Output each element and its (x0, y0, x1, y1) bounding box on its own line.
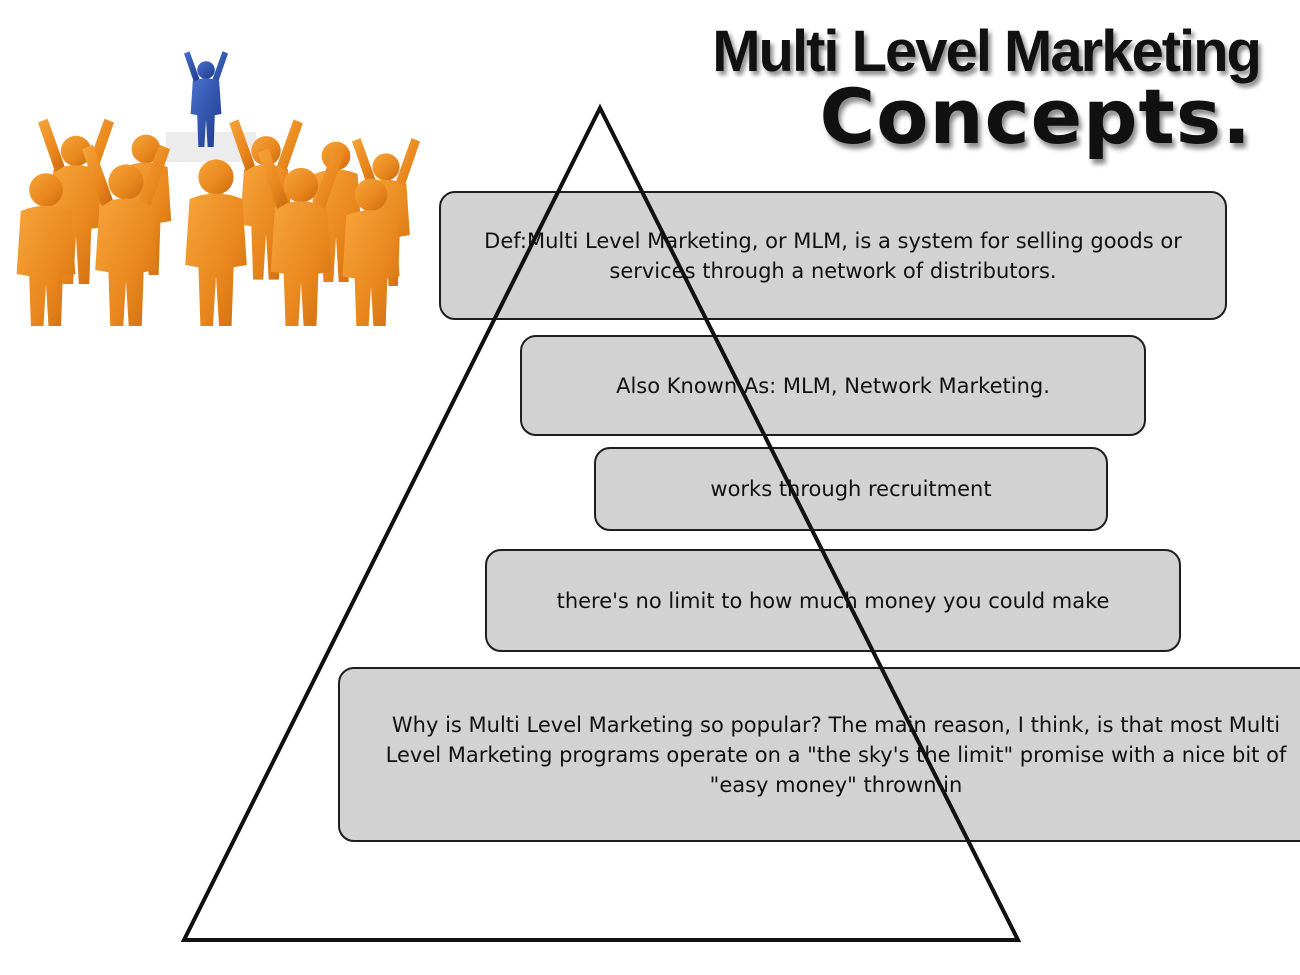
title-line-1: Multi Level Marketing (712, 19, 1262, 84)
pyramid-box-aka: Also Known As: MLM, Network Marketing. (520, 335, 1146, 436)
title-line-2: Concepts. (819, 72, 1252, 161)
pyramid-box-why-text: Why is Multi Level Marketing so popular?… (385, 712, 1287, 797)
pyramid-box-definition-text: Def:Multi Level Marketing, or MLM, is a … (484, 228, 1182, 283)
pyramid-box-limit-text: there's no limit to how much money you c… (556, 588, 1110, 613)
pyramid-box-why: Why is Multi Level Marketing so popular?… (338, 667, 1300, 842)
pyramid-box-aka-text: Also Known As: MLM, Network Marketing. (616, 373, 1050, 398)
people-crowd-leader-icon (16, 51, 420, 326)
pyramid-box-recruitment-text: works through recruitment (710, 477, 992, 501)
pyramid-box-definition: Def:Multi Level Marketing, or MLM, is a … (439, 191, 1227, 320)
pyramid-box-limit: there's no limit to how much money you c… (485, 549, 1181, 652)
pyramid-box-recruitment: works through recruitment (594, 447, 1108, 531)
